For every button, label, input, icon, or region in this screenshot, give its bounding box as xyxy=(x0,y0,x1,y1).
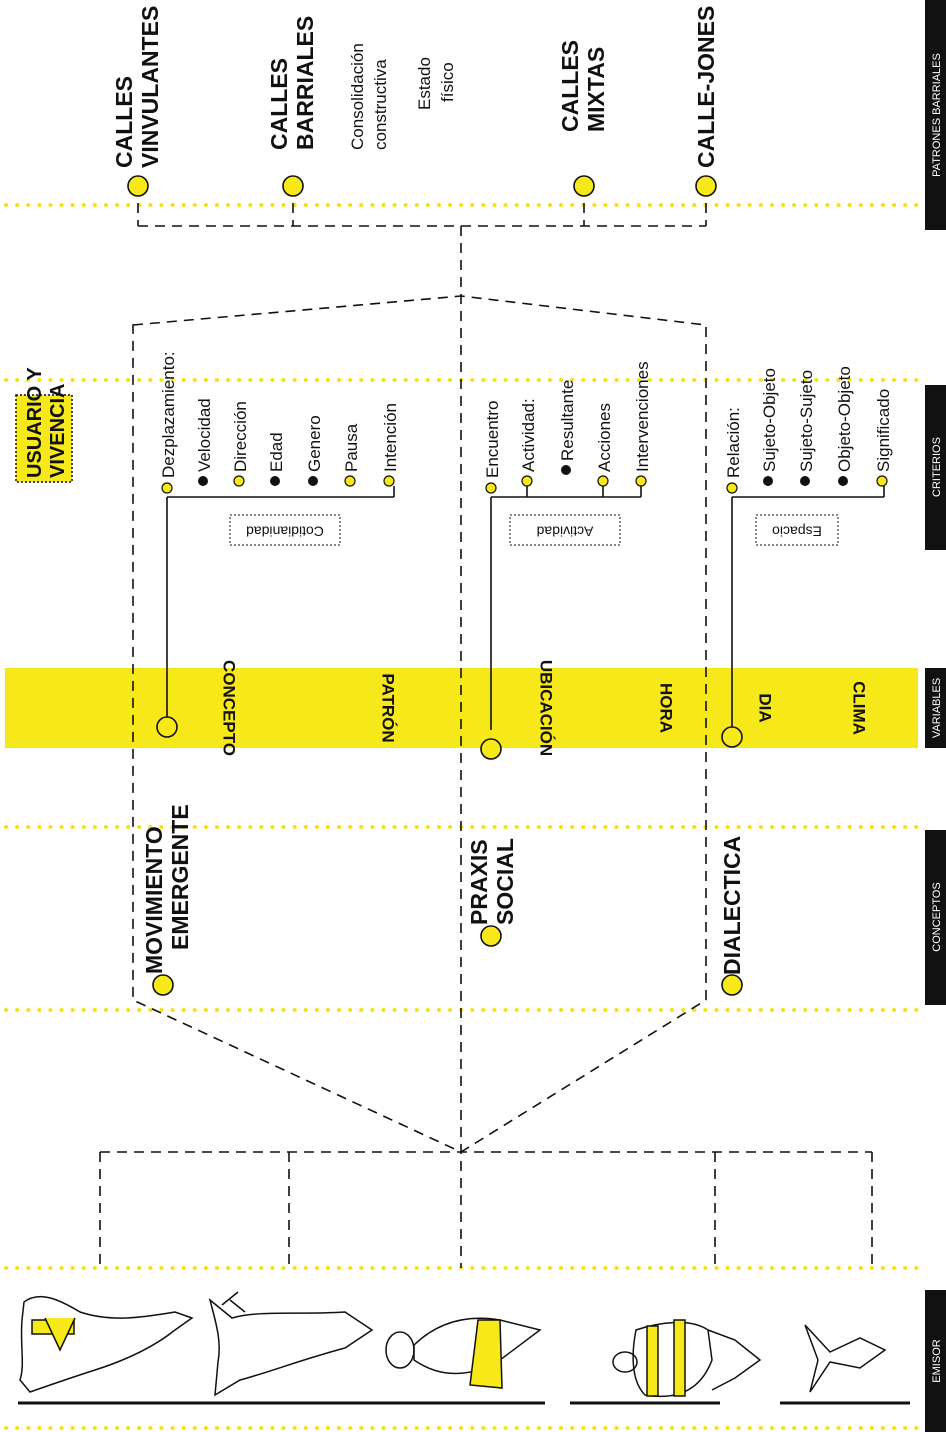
patron-barriales-line2: BARRIALES xyxy=(292,16,318,150)
patron-calles-barriales: CALLES BARRIALES Consolidación construct… xyxy=(266,16,457,197)
title-box: USUARIO Y VIVENCIA xyxy=(15,367,73,483)
barriales-note-2: constructiva xyxy=(371,59,390,150)
patron-calles-mixtas: CALLES MIXTAS xyxy=(557,40,609,197)
concepto-praxis-line2: SOCIAL xyxy=(492,838,518,925)
crit-intervenciones: Intervenciones xyxy=(633,361,652,472)
tab-variables: VARIABLES xyxy=(931,678,943,738)
crit-edad: Edad xyxy=(267,432,286,472)
variables-labels: CONCEPTO PATRÓN UBICACIÓN HORA DIA CLIMA xyxy=(220,660,869,756)
concepto-movimiento-line1: MOVIMIENTO xyxy=(141,826,167,974)
criterios-actividad: Encuentro Actividad: Resultante Acciones… xyxy=(483,361,652,730)
patron-vinvulantes-line2: VINVULANTES xyxy=(137,6,163,168)
var-clima: CLIMA xyxy=(850,681,869,735)
emisor-figures xyxy=(18,1291,910,1405)
person-figure-4 xyxy=(612,1319,762,1398)
crit-velocidad: Velocidad xyxy=(195,398,214,472)
crit-sujeto-sujeto: Sujeto-Sujeto xyxy=(797,370,816,472)
person-figure-5 xyxy=(804,1324,887,1393)
crit-significado: Significado xyxy=(874,389,893,472)
crit-intencion: Intención xyxy=(381,403,400,472)
crit-relacion-head: Relación: xyxy=(724,407,743,478)
box-espacio: Espacio xyxy=(772,523,822,539)
crit-encuentro: Encuentro xyxy=(483,401,502,479)
var-concepto: CONCEPTO xyxy=(220,660,239,756)
patron-calles-vinvulantes: CALLES VINVULANTES xyxy=(111,6,163,197)
patron-calle-jones: CALLE-JONES xyxy=(693,6,719,197)
crit-direccion: Dirección xyxy=(231,401,250,472)
crit-objeto-objeto: Objeto-Objeto xyxy=(835,366,854,472)
patron-barriales-line1: CALLES xyxy=(266,58,292,150)
var-patron: PATRÓN xyxy=(379,673,398,742)
person-figure-1 xyxy=(19,1295,194,1393)
tab-conceptos: CONCEPTOS xyxy=(931,882,943,951)
criterios-desplazamiento: Dezplazamiento: Velocidad Dirección Edad… xyxy=(159,351,400,720)
person-figure-2 xyxy=(208,1291,374,1397)
crit-pausa: Pausa xyxy=(342,423,361,472)
person-figure-3 xyxy=(385,1317,542,1389)
crit-actividad: Actividad: xyxy=(519,398,538,472)
concepto-dialectica: DIALECTICA xyxy=(719,726,745,996)
emisor-tree xyxy=(99,1151,873,1268)
patron-jones: CALLE-JONES xyxy=(693,6,719,168)
tab-criterios: CRITERIOS xyxy=(931,437,943,497)
section-separators xyxy=(4,203,920,1430)
var-dia: DIA xyxy=(756,693,775,722)
patron-mixtas-line2: MIXTAS xyxy=(583,47,609,132)
concepto-praxis-line1: PRAXIS xyxy=(466,839,492,925)
crit-desplazamiento-head: Dezplazamiento: xyxy=(159,351,178,478)
concepto-praxis-social: PRAXIS SOCIAL xyxy=(466,738,518,947)
tab-patrones-barriales: PATRONES BARRIALES xyxy=(931,53,943,177)
barriales-note-4: físico xyxy=(438,62,457,102)
patron-mixtas-line1: CALLES xyxy=(557,40,583,132)
concepto-movimiento-emergente: MOVIMIENTO EMERGENTE xyxy=(141,716,193,996)
var-hora: HORA xyxy=(657,683,676,733)
tab-emisor: EMISOR xyxy=(931,1339,943,1382)
barriales-note-3: Estado xyxy=(415,57,434,110)
crit-resultante: Resultante xyxy=(558,380,577,461)
barriales-note-1: Consolidación xyxy=(348,43,367,150)
title-line1: USUARIO Y xyxy=(24,367,46,478)
crit-genero: Genero xyxy=(305,415,324,472)
var-ubicacion: UBICACIÓN xyxy=(537,660,556,756)
concepto-movimiento-line2: EMERGENTE xyxy=(167,804,193,950)
hexagon-frame xyxy=(132,295,707,1153)
box-cotidianidad: Cotidianidad xyxy=(246,523,324,539)
crit-sujeto-objeto: Sujeto-Objeto xyxy=(760,368,779,472)
section-tabs: PATRONES BARRIALES CRITERIOS VARIABLES C… xyxy=(925,0,946,1432)
concepto-dialectica: DIALECTICA xyxy=(719,836,745,975)
crit-acciones: Acciones xyxy=(595,403,614,472)
patron-vinvulantes-line1: CALLES xyxy=(111,76,137,168)
title-line2: VIVENCIA xyxy=(47,384,69,478)
criterios-relacion: Relación: Sujeto-Objeto Sujeto-Sujeto Ob… xyxy=(724,366,893,730)
box-actividad: Actividad xyxy=(537,523,594,539)
